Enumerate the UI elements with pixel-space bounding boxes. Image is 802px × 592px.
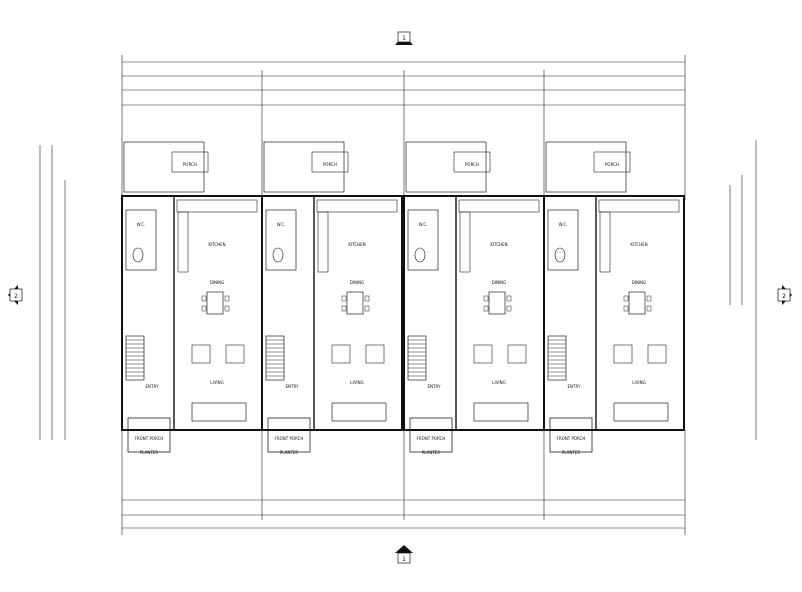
entry-label: ENTRY (146, 384, 159, 389)
front-porch-label: FRONT PORCH (417, 436, 446, 441)
porch-label: PORCH (465, 162, 479, 167)
section-marker-top-label: 1 (402, 35, 406, 42)
section-marker-bottom[interactable]: 1 (395, 545, 413, 564)
unit-3: KITCHEN DINING LIVING PORCH FRONT PORCH W.C. E… (403, 141, 545, 455)
unit-1: KITCHEN DINING LIVING PORCH FRONT PORCH W.C. E… (121, 141, 263, 455)
section-marker-left-label: 2 (14, 293, 18, 300)
unit-4: KITCHEN DINING LIVING PORCH FRONT PORCH W.C. E… (543, 141, 685, 455)
dining-label: DINING (632, 280, 647, 285)
living-label: LIVING (350, 380, 363, 385)
wc-label: W.C. (137, 222, 146, 227)
kitchen-label: KITCHEN (490, 242, 507, 247)
dining-label: DINING (350, 280, 365, 285)
wc-label: W.C. (419, 222, 428, 227)
unit-2: KITCHEN DINING LIVING PORCH FRONT PORCH W.C. E… (261, 141, 403, 455)
porch-label: PORCH (183, 162, 197, 167)
living-label: LIVING (492, 380, 505, 385)
planter-label: PLANTER (422, 450, 440, 455)
living-label: LIVING (210, 380, 223, 385)
front-porch-label: FRONT PORCH (135, 436, 164, 441)
dining-label: DINING (492, 280, 507, 285)
dining-label: DINING (210, 280, 225, 285)
planter-label: PLANTER (140, 450, 158, 455)
living-label: LIVING (632, 380, 645, 385)
section-marker-bottom-label: 1 (402, 556, 406, 563)
porch-label: PORCH (605, 162, 619, 167)
kitchen-label: KITCHEN (208, 242, 225, 247)
section-marker-right-label: 2 (782, 293, 786, 300)
entry-label: ENTRY (286, 384, 299, 389)
kitchen-label: KITCHEN (630, 242, 647, 247)
front-porch-label: FRONT PORCH (557, 436, 586, 441)
wc-label: W.C. (277, 222, 286, 227)
wc-label: W.C. (559, 222, 568, 227)
section-marker-right[interactable]: 2 (777, 285, 792, 305)
porch-label: PORCH (323, 162, 337, 167)
dimension-lines (39, 55, 757, 535)
front-porch-label: FRONT PORCH (275, 436, 304, 441)
section-marker-left[interactable]: 2 (8, 285, 23, 305)
planter-label: PLANTER (562, 450, 580, 455)
entry-label: ENTRY (428, 384, 441, 389)
townhouse-units: KITCHEN DINING LIVING PORCH FRONT PORCH W.C. E… (121, 141, 685, 455)
section-marker-top[interactable]: 1 (395, 31, 413, 45)
kitchen-label: KITCHEN (348, 242, 365, 247)
planter-label: PLANTER (280, 450, 298, 455)
entry-label: ENTRY (568, 384, 581, 389)
